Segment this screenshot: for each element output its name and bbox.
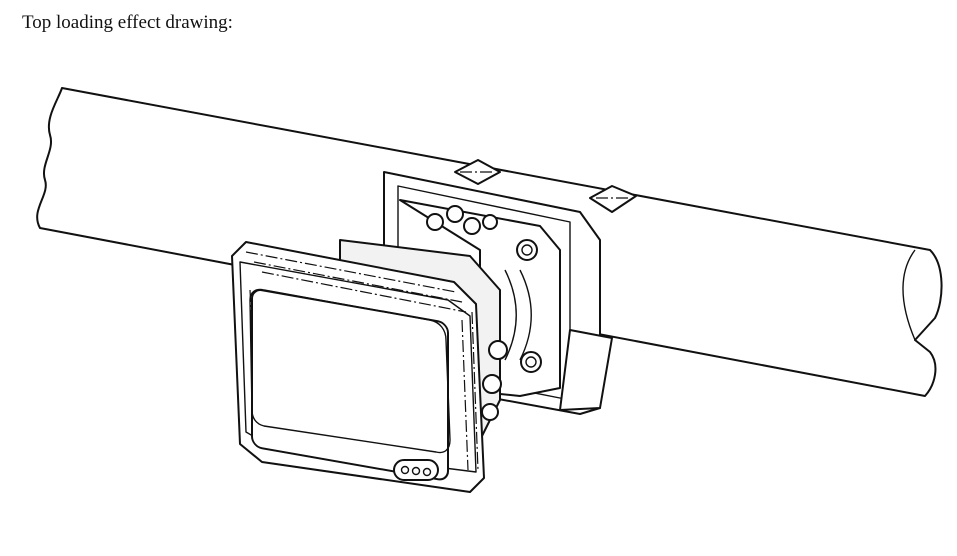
button-3-icon (422, 467, 432, 477)
display-monitor (231, 241, 485, 493)
clamp-strap (454, 159, 637, 213)
display-screen (249, 288, 451, 454)
figure-caption: Top loading effect drawing: (22, 12, 233, 33)
button-1-icon (400, 465, 410, 475)
button-2-icon (411, 466, 421, 476)
control-buttons (393, 459, 439, 481)
